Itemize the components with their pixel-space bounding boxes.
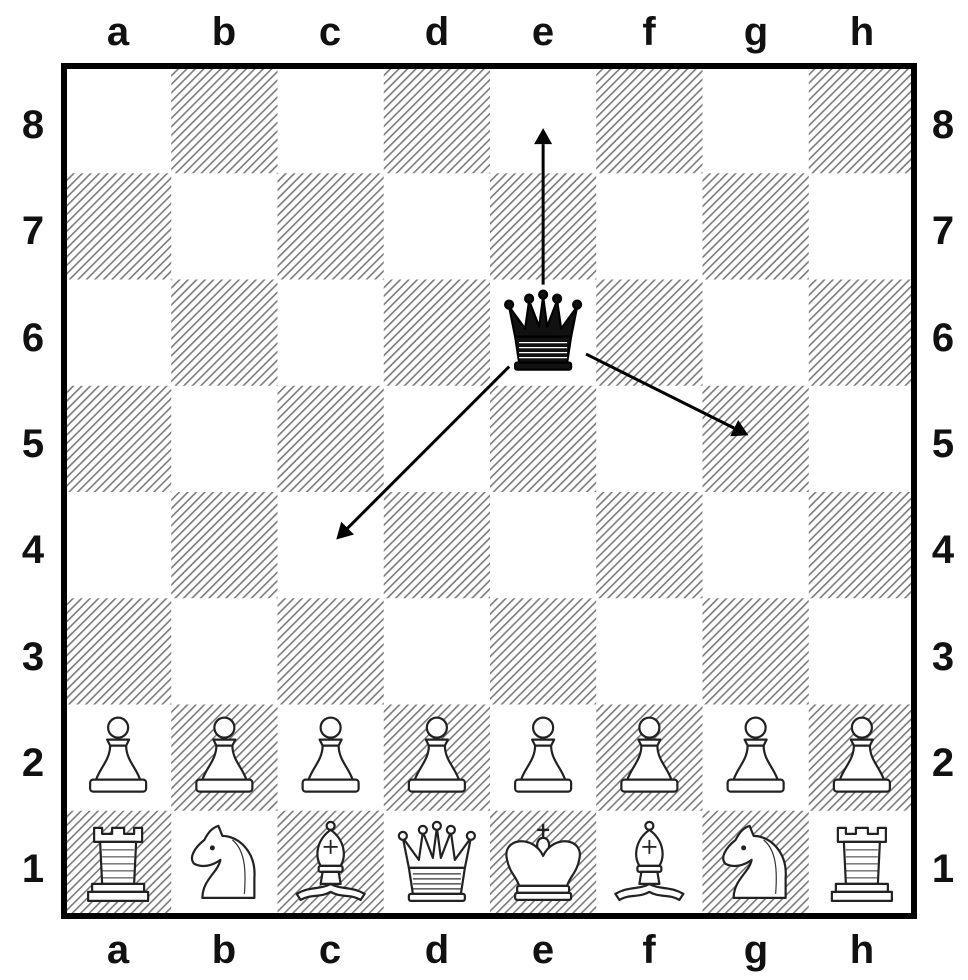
- rank-label-left-2: 2: [10, 743, 56, 783]
- square-e5[interactable]: [490, 386, 597, 493]
- rank-label-right-5: 5: [920, 424, 966, 464]
- square-c5[interactable]: [278, 386, 385, 493]
- rank-label-right-4: 4: [920, 530, 966, 570]
- file-label-bottom-g: g: [703, 930, 809, 970]
- square-g3[interactable]: [703, 598, 810, 705]
- rank-label-left-7: 7: [10, 211, 56, 251]
- rank-label-right-3: 3: [920, 637, 966, 677]
- square-f4[interactable]: [596, 492, 703, 599]
- file-label-top-d: d: [384, 12, 490, 52]
- square-a7[interactable]: [65, 173, 172, 280]
- file-label-bottom-d: d: [384, 930, 490, 970]
- square-c6[interactable]: [278, 280, 385, 387]
- square-f7[interactable]: [596, 173, 703, 280]
- file-label-bottom-f: f: [596, 930, 702, 970]
- rank-label-right-7: 7: [920, 211, 966, 251]
- square-e4[interactable]: [490, 492, 597, 599]
- square-a3[interactable]: [65, 598, 172, 705]
- square-a8[interactable]: [65, 67, 172, 174]
- square-a4[interactable]: [65, 492, 172, 599]
- rank-label-left-3: 3: [10, 637, 56, 677]
- square-h3[interactable]: [809, 598, 916, 705]
- square-g6[interactable]: [703, 280, 810, 387]
- square-d7[interactable]: [384, 173, 491, 280]
- square-c3[interactable]: [278, 598, 385, 705]
- square-b5[interactable]: [171, 386, 278, 493]
- file-label-bottom-e: e: [490, 930, 596, 970]
- rank-label-right-2: 2: [920, 743, 966, 783]
- file-label-top-g: g: [703, 12, 809, 52]
- square-f5[interactable]: [596, 386, 703, 493]
- square-h7[interactable]: [809, 173, 916, 280]
- file-label-bottom-h: h: [809, 930, 915, 970]
- square-h6[interactable]: [809, 280, 916, 387]
- square-d4[interactable]: [384, 492, 491, 599]
- square-e3[interactable]: [490, 598, 597, 705]
- square-h4[interactable]: [809, 492, 916, 599]
- file-label-bottom-b: b: [171, 930, 277, 970]
- square-b8[interactable]: [171, 67, 278, 174]
- square-b4[interactable]: [171, 492, 278, 599]
- squares-layer: [65, 67, 916, 918]
- square-c8[interactable]: [278, 67, 385, 174]
- rank-label-left-5: 5: [10, 424, 56, 464]
- file-label-bottom-c: c: [277, 930, 383, 970]
- file-label-top-e: e: [490, 12, 596, 52]
- square-g8[interactable]: [703, 67, 810, 174]
- rank-label-left-1: 1: [10, 849, 56, 889]
- square-c7[interactable]: [278, 173, 385, 280]
- square-d3[interactable]: [384, 598, 491, 705]
- file-label-bottom-a: a: [65, 930, 171, 970]
- rank-label-right-8: 8: [920, 105, 966, 145]
- square-h8[interactable]: [809, 67, 916, 174]
- file-label-top-c: c: [277, 12, 383, 52]
- square-f8[interactable]: [596, 67, 703, 174]
- square-a6[interactable]: [65, 280, 172, 387]
- rank-label-left-8: 8: [10, 105, 56, 145]
- rank-label-left-4: 4: [10, 530, 56, 570]
- rank-label-right-1: 1: [920, 849, 966, 889]
- square-h5[interactable]: [809, 386, 916, 493]
- square-b7[interactable]: [171, 173, 278, 280]
- rank-label-right-6: 6: [920, 318, 966, 358]
- square-f3[interactable]: [596, 598, 703, 705]
- file-label-top-a: a: [65, 12, 171, 52]
- square-d8[interactable]: [384, 67, 491, 174]
- file-label-top-h: h: [809, 12, 915, 52]
- file-label-top-b: b: [171, 12, 277, 52]
- square-b6[interactable]: [171, 280, 278, 387]
- square-g7[interactable]: [703, 173, 810, 280]
- square-b3[interactable]: [171, 598, 278, 705]
- rank-label-left-6: 6: [10, 318, 56, 358]
- file-label-top-f: f: [596, 12, 702, 52]
- square-f6[interactable]: [596, 280, 703, 387]
- square-g5[interactable]: [703, 386, 810, 493]
- square-g4[interactable]: [703, 492, 810, 599]
- square-a5[interactable]: [65, 386, 172, 493]
- square-d6[interactable]: [384, 280, 491, 387]
